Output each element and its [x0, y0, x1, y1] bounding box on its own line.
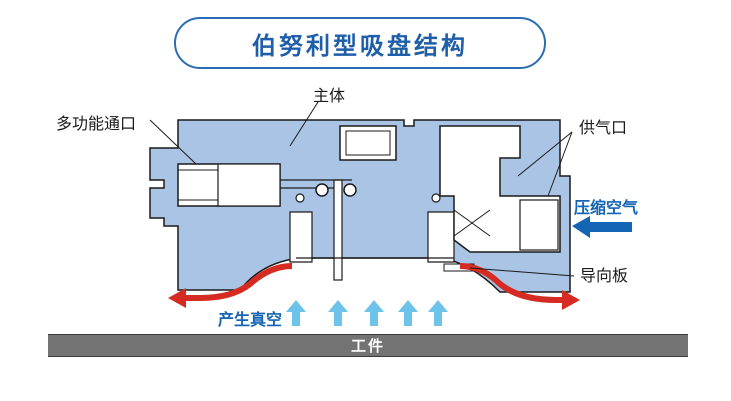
vacuum-arrow-3: [364, 300, 384, 326]
label-supply-port: 供气口: [579, 118, 628, 137]
center-passage: [333, 179, 343, 281]
o-ring-left: [315, 183, 329, 197]
vacuum-arrow-4: [398, 300, 418, 326]
airflow-left-arrowhead: [168, 288, 186, 308]
leader-guide-plate: [469, 267, 575, 277]
leader-body: [289, 101, 319, 147]
label-multi-port: 多功能通口: [56, 114, 137, 133]
vacuum-arrow-2: [328, 300, 348, 326]
o-ring-right: [343, 183, 357, 197]
multi-port-insert: [217, 163, 281, 207]
airflow-left: [182, 263, 293, 301]
vacuum-arrow-1: [286, 300, 306, 326]
leader-supply-b: [547, 131, 573, 197]
label-vacuum: 产生真空: [218, 310, 283, 329]
label-guide-plate: 导向板: [580, 266, 629, 285]
vacuum-arrow-5: [428, 300, 448, 326]
leader-supply-a: [517, 131, 573, 177]
workpiece: 工件: [48, 334, 688, 357]
label-compressed-air: 压缩空气: [574, 198, 639, 217]
diagram-title: 伯努利型吸盘结构: [174, 17, 546, 69]
inner-chamber: [289, 211, 455, 263]
leader-multi-port: [149, 119, 197, 165]
compressed-air-arrow: [572, 216, 632, 238]
vacuum-arrows: [286, 300, 448, 326]
o-ring-lower-right: [431, 193, 441, 203]
supply-fitting: [519, 199, 559, 251]
airflow-right-arrowhead: [562, 290, 580, 310]
label-body: 主体: [313, 86, 346, 105]
o-ring-lower-left: [295, 193, 305, 203]
top-window: [339, 125, 397, 161]
